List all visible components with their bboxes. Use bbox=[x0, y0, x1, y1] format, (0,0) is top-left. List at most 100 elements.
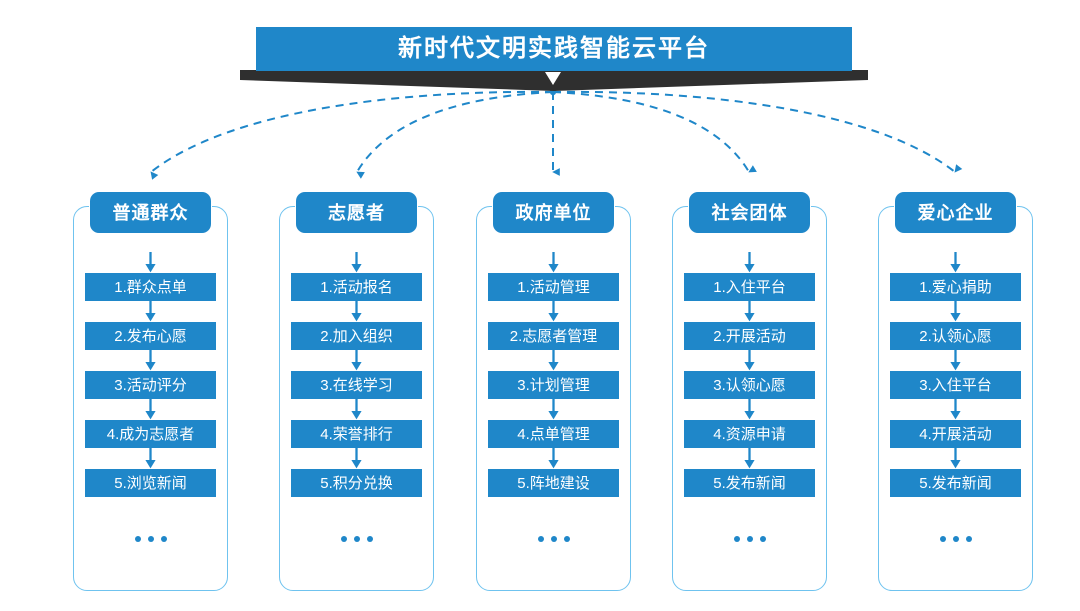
item-label: 4.资源申请 bbox=[713, 425, 786, 443]
list-item[interactable]: 3.在线学习 bbox=[291, 371, 422, 399]
step-arrow-icon bbox=[279, 252, 434, 273]
ellipsis-dot bbox=[160, 536, 167, 542]
item-label: 1.入住平台 bbox=[713, 278, 786, 296]
step-arrow-icon bbox=[476, 448, 631, 469]
list-item[interactable]: 4.荣誉排行 bbox=[291, 420, 422, 448]
step-arrow-icon bbox=[279, 448, 434, 469]
ellipsis-dot bbox=[340, 536, 347, 542]
list-item[interactable]: 3.入住平台 bbox=[890, 371, 1021, 399]
step-arrow-icon bbox=[878, 301, 1033, 322]
step-arrow-icon bbox=[878, 252, 1033, 273]
ellipsis-dot bbox=[353, 536, 360, 542]
list-item[interactable]: 1.群众点单 bbox=[85, 273, 216, 301]
column-item-list: 1.入住平台 2.开展活动 3.认领心愿 4.资源申请 5.发布新闻 bbox=[672, 252, 827, 497]
column-ordinary-public: 普通群众 1.群众点单 2.发布心愿 3.活动评分 4.成为志愿者 5.浏览新闻 bbox=[73, 192, 228, 591]
item-label: 3.认领心愿 bbox=[713, 376, 786, 394]
step-arrow-icon bbox=[279, 399, 434, 420]
list-item[interactable]: 5.浏览新闻 bbox=[85, 469, 216, 497]
column-header-label: 普通群众 bbox=[112, 202, 189, 223]
list-item[interactable]: 4.开展活动 bbox=[890, 420, 1021, 448]
step-arrow-icon bbox=[878, 448, 1033, 469]
item-label: 1.活动管理 bbox=[517, 278, 590, 296]
list-item[interactable]: 5.发布新闻 bbox=[684, 469, 815, 497]
list-item[interactable]: 1.活动报名 bbox=[291, 273, 422, 301]
ellipsis-dot bbox=[952, 536, 959, 542]
list-item[interactable]: 2.加入组织 bbox=[291, 322, 422, 350]
column-item-list: 1.活动管理 2.志愿者管理 3.计划管理 4.点单管理 5.阵地建设 bbox=[476, 252, 631, 497]
more-items-ellipsis bbox=[476, 536, 631, 542]
list-item[interactable]: 3.活动评分 bbox=[85, 371, 216, 399]
column-header-government-unit[interactable]: 政府单位 bbox=[493, 192, 614, 233]
ellipsis-dot bbox=[366, 536, 373, 542]
column-caring-enterprise: 爱心企业 1.爱心捐助 2.认领心愿 3.入住平台 4.开展活动 5.发布新闻 bbox=[878, 192, 1033, 591]
ellipsis-dot bbox=[563, 536, 570, 542]
list-item[interactable]: 3.计划管理 bbox=[488, 371, 619, 399]
column-header-volunteer[interactable]: 志愿者 bbox=[296, 192, 417, 233]
list-item[interactable]: 4.成为志愿者 bbox=[85, 420, 216, 448]
more-items-ellipsis bbox=[279, 536, 434, 542]
ellipsis-dot bbox=[537, 536, 544, 542]
item-label: 4.荣誉排行 bbox=[320, 425, 393, 443]
page-title: 新时代文明实践智能云平台 bbox=[398, 35, 710, 62]
item-label: 4.点单管理 bbox=[517, 425, 590, 443]
ellipsis-dot bbox=[939, 536, 946, 542]
step-arrow-icon bbox=[672, 301, 827, 322]
list-item[interactable]: 1.入住平台 bbox=[684, 273, 815, 301]
column-header-label: 政府单位 bbox=[515, 202, 592, 223]
column-header-label: 志愿者 bbox=[328, 202, 385, 223]
column-social-group: 社会团体 1.入住平台 2.开展活动 3.认领心愿 4.资源申请 5.发布新闻 bbox=[672, 192, 827, 591]
list-item[interactable]: 3.认领心愿 bbox=[684, 371, 815, 399]
connector-to-column-4 bbox=[552, 91, 757, 173]
item-label: 2.发布心愿 bbox=[114, 327, 187, 345]
connector-to-column-1 bbox=[150, 90, 554, 180]
item-label: 5.发布新闻 bbox=[919, 474, 992, 492]
item-label: 3.计划管理 bbox=[517, 376, 590, 394]
step-arrow-icon bbox=[476, 399, 631, 420]
item-label: 1.活动报名 bbox=[320, 278, 393, 296]
step-arrow-icon bbox=[878, 350, 1033, 371]
item-label: 5.阵地建设 bbox=[517, 474, 590, 492]
list-item[interactable]: 2.发布心愿 bbox=[85, 322, 216, 350]
list-item[interactable]: 2.志愿者管理 bbox=[488, 322, 619, 350]
list-item[interactable]: 5.发布新闻 bbox=[890, 469, 1021, 497]
item-label: 3.在线学习 bbox=[320, 376, 393, 394]
item-label: 1.群众点单 bbox=[114, 278, 187, 296]
item-label: 5.积分兑换 bbox=[320, 474, 393, 492]
column-header-social-group[interactable]: 社会团体 bbox=[689, 192, 810, 233]
list-item[interactable]: 5.积分兑换 bbox=[291, 469, 422, 497]
item-label: 4.开展活动 bbox=[919, 425, 992, 443]
list-item[interactable]: 1.爱心捐助 bbox=[890, 273, 1021, 301]
ellipsis-dot bbox=[759, 536, 766, 542]
item-label: 5.浏览新闻 bbox=[114, 474, 187, 492]
list-item[interactable]: 5.阵地建设 bbox=[488, 469, 619, 497]
connector-to-column-5 bbox=[552, 90, 963, 173]
item-label: 3.入住平台 bbox=[919, 376, 992, 394]
item-label: 2.加入组织 bbox=[320, 327, 393, 345]
item-label: 2.志愿者管理 bbox=[509, 327, 598, 345]
connector-to-column-2 bbox=[356, 91, 554, 179]
list-item[interactable]: 1.活动管理 bbox=[488, 273, 619, 301]
item-label: 5.发布新闻 bbox=[713, 474, 786, 492]
item-label: 3.活动评分 bbox=[114, 376, 187, 394]
step-arrow-icon bbox=[279, 301, 434, 322]
more-items-ellipsis bbox=[672, 536, 827, 542]
step-arrow-icon bbox=[672, 350, 827, 371]
ellipsis-dot bbox=[134, 536, 141, 542]
step-arrow-icon bbox=[73, 399, 228, 420]
list-item[interactable]: 4.点单管理 bbox=[488, 420, 619, 448]
step-arrow-icon bbox=[73, 252, 228, 273]
item-label: 4.成为志愿者 bbox=[106, 425, 195, 443]
list-item[interactable]: 2.开展活动 bbox=[684, 322, 815, 350]
caret-down-icon bbox=[545, 72, 561, 85]
step-arrow-icon bbox=[279, 350, 434, 371]
list-item[interactable]: 2.认领心愿 bbox=[890, 322, 1021, 350]
column-header-ordinary-public[interactable]: 普通群众 bbox=[90, 192, 211, 233]
column-header-label: 爱心企业 bbox=[917, 202, 994, 223]
list-item[interactable]: 4.资源申请 bbox=[684, 420, 815, 448]
column-item-list: 1.群众点单 2.发布心愿 3.活动评分 4.成为志愿者 5.浏览新闻 bbox=[73, 252, 228, 497]
ellipsis-dot bbox=[147, 536, 154, 542]
step-arrow-icon bbox=[672, 399, 827, 420]
column-header-caring-enterprise[interactable]: 爱心企业 bbox=[895, 192, 1016, 233]
step-arrow-icon bbox=[73, 448, 228, 469]
